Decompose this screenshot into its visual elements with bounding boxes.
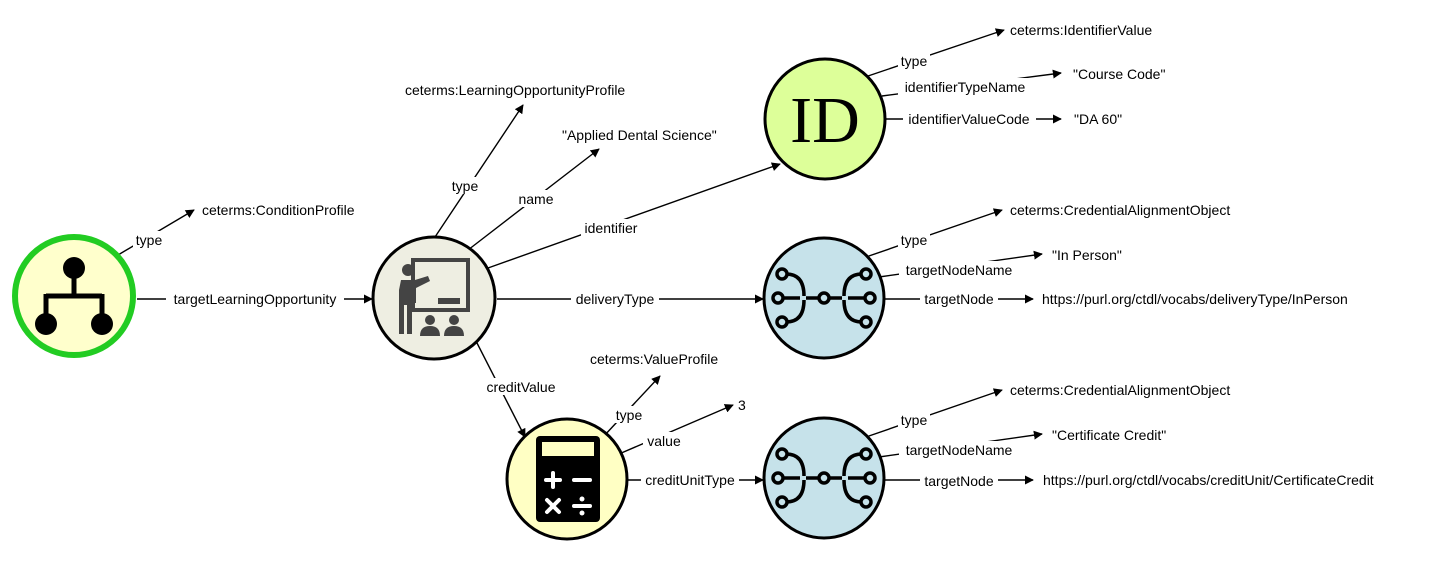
node-value-profile[interactable] xyxy=(505,417,629,541)
node-identifier-value[interactable]: ID xyxy=(763,57,887,181)
svg-text:targetLearningOpportunity: targetLearningOpportunity xyxy=(174,291,337,307)
value-credit-value-number: 3 xyxy=(738,397,746,413)
value-certificate-credit: "Certificate Credit" xyxy=(1052,427,1166,443)
edge-label-cv-value: value xyxy=(643,432,685,449)
id-badge-icon: ID xyxy=(790,84,860,157)
edge-label-lo-name: name xyxy=(515,190,557,207)
svg-text:targetNode: targetNode xyxy=(924,473,993,489)
svg-text:targetNodeName: targetNodeName xyxy=(906,262,1013,278)
edge-label-target-learning-opportunity: targetLearningOpportunity xyxy=(166,290,344,307)
svg-text:value: value xyxy=(647,433,681,449)
value-condition-profile: ceterms:ConditionProfile xyxy=(202,202,355,218)
calculator-icon xyxy=(536,436,600,522)
value-identifier-value: ceterms:IdentifierValue xyxy=(1010,22,1152,38)
edge-label-cu-target-node: targetNode xyxy=(920,472,998,489)
svg-text:identifier: identifier xyxy=(585,220,638,236)
svg-text:targetNodeName: targetNodeName xyxy=(906,442,1013,458)
value-lo-name: "Applied Dental Science" xyxy=(562,127,717,143)
value-da60: "DA 60" xyxy=(1074,111,1122,127)
edge-label-dt-target-node-name: targetNodeName xyxy=(899,261,1019,278)
value-delivery-url: https://purl.org/ctdl/vocabs/deliveryTyp… xyxy=(1042,291,1348,307)
hierarchy-icon xyxy=(35,257,113,335)
svg-text:creditValue: creditValue xyxy=(486,379,555,395)
svg-text:type: type xyxy=(901,412,928,428)
svg-text:identifierValueCode: identifierValueCode xyxy=(908,111,1029,127)
value-course-code: "Course Code" xyxy=(1073,66,1165,82)
svg-text:name: name xyxy=(518,191,553,207)
edge-label-lo-delivery-type: deliveryType xyxy=(571,290,659,307)
svg-text:type: type xyxy=(901,53,928,69)
classroom-teacher-icon xyxy=(399,258,470,336)
svg-text:creditUnitType: creditUnitType xyxy=(645,472,735,488)
edge-label-condition-type: type xyxy=(133,231,165,248)
edge-label-id-type: type xyxy=(898,52,930,69)
edge-label-lo-credit-value: creditValue xyxy=(483,378,561,395)
alignment-network-icon xyxy=(771,447,877,509)
edge-cv-value xyxy=(618,404,734,455)
edge-label-id-type-name: identifierTypeName xyxy=(898,78,1032,95)
edge-label-id-value-code: identifierValueCode xyxy=(903,110,1036,127)
edge-label-cu-type: type xyxy=(898,411,930,428)
node-learning-opportunity[interactable] xyxy=(371,235,497,361)
value-in-person: "In Person" xyxy=(1052,247,1122,263)
edge-id-type xyxy=(867,28,1005,77)
edge-label-lo-type: type xyxy=(449,177,481,194)
edge-cu-type xyxy=(865,388,1003,438)
svg-text:targetNode: targetNode xyxy=(924,291,993,307)
edge-dt-type xyxy=(865,208,1003,258)
svg-text:identifierTypeName: identifierTypeName xyxy=(905,79,1026,95)
svg-text:type: type xyxy=(901,232,928,248)
edge-lo-identifier xyxy=(487,162,781,269)
edge-label-dt-target-node: targetNode xyxy=(920,290,998,307)
node-condition-profile[interactable] xyxy=(12,234,136,358)
edge-lo-type xyxy=(434,104,524,238)
edge-label-cv-type: type xyxy=(613,406,645,423)
value-alignment-object-2: ceterms:CredentialAlignmentObject xyxy=(1010,382,1230,398)
svg-text:type: type xyxy=(452,178,479,194)
alignment-network-icon xyxy=(771,267,877,329)
node-credit-unit-alignment[interactable] xyxy=(762,416,886,540)
value-alignment-object-1: ceterms:CredentialAlignmentObject xyxy=(1010,202,1230,218)
svg-text:type: type xyxy=(136,232,163,248)
value-credit-unit-url: https://purl.org/ctdl/vocabs/creditUnit/… xyxy=(1043,472,1374,488)
edge-label-lo-identifier: identifier xyxy=(581,219,641,236)
value-value-profile: ceterms:ValueProfile xyxy=(590,351,718,367)
node-delivery-alignment[interactable] xyxy=(762,236,886,360)
edge-label-dt-type: type xyxy=(898,231,930,248)
value-learning-opportunity-profile: ceterms:LearningOpportunityProfile xyxy=(405,82,625,98)
edge-label-cu-target-node-name: targetNodeName xyxy=(899,441,1019,458)
svg-text:type: type xyxy=(616,407,643,423)
svg-text:deliveryType: deliveryType xyxy=(576,291,655,307)
edge-label-cv-credit-unit-type: creditUnitType xyxy=(641,471,739,488)
